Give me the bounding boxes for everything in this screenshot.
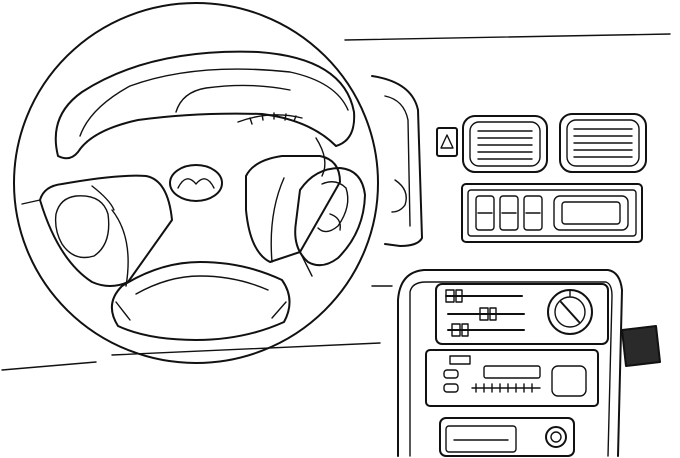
- steering-wheel-icon[interactable]: [13, 2, 379, 364]
- fan-speed-knob[interactable]: [547, 289, 593, 335]
- lower-console: [439, 417, 575, 457]
- radio-button[interactable]: [443, 369, 459, 379]
- gear-lever-shadow: [621, 325, 661, 367]
- air-vent-right[interactable]: [559, 113, 647, 173]
- cigarette-lighter[interactable]: [545, 426, 567, 448]
- radio-unit: [425, 349, 599, 407]
- switch-panel: [461, 183, 643, 243]
- climate-slider[interactable]: [447, 307, 525, 321]
- clock-display: [553, 195, 629, 231]
- climate-slider[interactable]: [445, 289, 523, 303]
- panel-switch[interactable]: [499, 195, 519, 231]
- panel-switch[interactable]: [523, 195, 543, 231]
- radio-button[interactable]: [443, 383, 459, 393]
- center-console: [397, 269, 623, 457]
- cassette-slot[interactable]: [483, 365, 541, 379]
- panel-switch[interactable]: [475, 195, 495, 231]
- climate-slider[interactable]: [447, 323, 525, 337]
- climate-control-panel: [435, 283, 609, 345]
- storage-tray[interactable]: [445, 425, 517, 453]
- dash-lower-line: [1, 342, 381, 371]
- dashboard-top-edge: [344, 33, 671, 41]
- hazard-button[interactable]: [436, 127, 458, 157]
- hazard-triangle-icon: [440, 134, 454, 149]
- turn-signal-stalk[interactable]: [294, 167, 366, 267]
- air-vent-left[interactable]: [462, 115, 548, 173]
- radio-button[interactable]: [449, 355, 471, 365]
- car-logo-icon: [169, 164, 223, 202]
- radio-display: [551, 365, 587, 397]
